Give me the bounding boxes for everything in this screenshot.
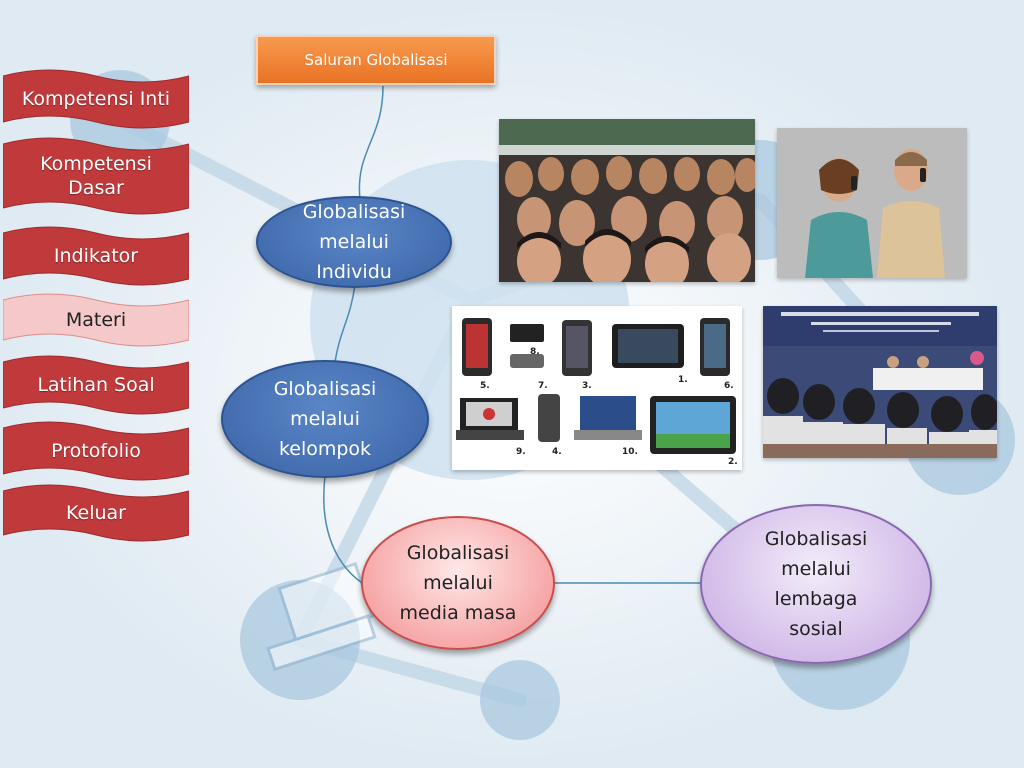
phone-call-photo bbox=[777, 128, 967, 278]
node-globalisasi-media-masa[interactable]: Globalisasi melalui media masa bbox=[361, 516, 555, 650]
banner-shape bbox=[3, 355, 189, 415]
nav-kompetensi-inti[interactable]: Kompetensi Inti bbox=[3, 68, 189, 130]
nav-kompetensi-dasar[interactable]: Kompetensi Dasar bbox=[3, 136, 189, 216]
node-globalisasi-kelompok[interactable]: Globalisasi melalui kelompok bbox=[221, 360, 429, 478]
banner-shape bbox=[3, 226, 189, 286]
nav-materi[interactable]: Materi bbox=[3, 292, 189, 348]
device-number: 10. bbox=[622, 447, 638, 457]
banner-shape bbox=[3, 137, 189, 215]
nav-indikator[interactable]: Indikator bbox=[3, 225, 189, 287]
banner-shape bbox=[3, 293, 189, 347]
device-number: 3. bbox=[582, 381, 592, 391]
node-globalisasi-lembaga-sosial[interactable]: Globalisasi melalui lembaga sosial bbox=[700, 504, 932, 664]
nav-keluar[interactable]: Keluar bbox=[3, 483, 189, 543]
device-number: 6. bbox=[724, 381, 734, 391]
device-number: 7. bbox=[538, 381, 548, 391]
device-number: 5. bbox=[480, 381, 490, 391]
device-number: 8. bbox=[530, 347, 540, 357]
banner-shape bbox=[3, 69, 189, 129]
diagram-title-text: Saluran Globalisasi bbox=[304, 51, 448, 69]
device-number: 4. bbox=[552, 447, 562, 457]
device-number: 2. bbox=[728, 457, 738, 467]
nav-protofolio[interactable]: Protofolio bbox=[3, 420, 189, 482]
banner-shape bbox=[3, 421, 189, 481]
devices-photo: 5. 8. 7. 3. 1. 6. 9. 4. 10. 2. bbox=[452, 306, 742, 470]
seminar-photo bbox=[763, 306, 997, 458]
node-globalisasi-individu[interactable]: Globalisasi melalui Individu bbox=[256, 196, 452, 288]
device-number: 9. bbox=[516, 447, 526, 457]
diagram-title: Saluran Globalisasi bbox=[256, 35, 496, 85]
crowd-photo bbox=[499, 119, 755, 282]
nav-latihan-soal[interactable]: Latihan Soal bbox=[3, 354, 189, 416]
banner-shape bbox=[3, 484, 189, 542]
device-number: 1. bbox=[678, 375, 688, 385]
